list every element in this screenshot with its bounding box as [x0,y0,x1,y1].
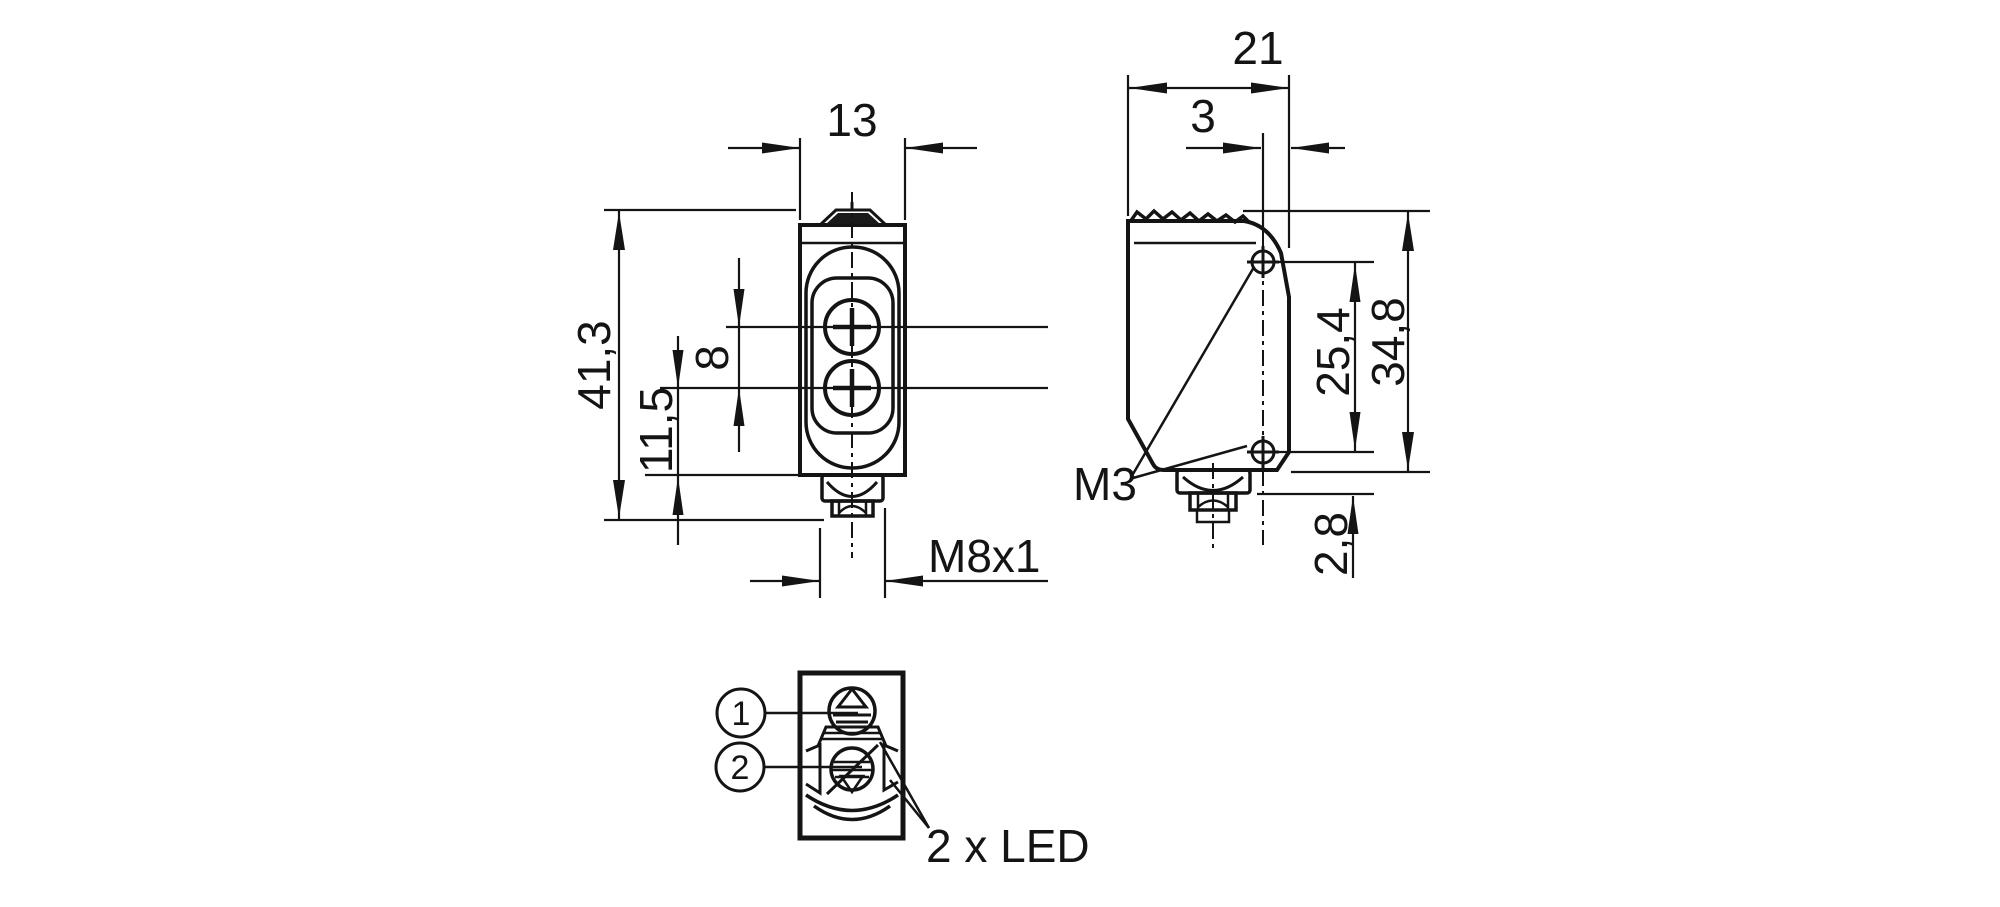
arrow-up-icon [1347,496,1359,534]
side-hole-spacing-label: 25,4 [1307,307,1359,397]
grip-serrations [1128,208,1252,225]
front-connector [820,473,885,518]
side-height-label: 34,8 [1362,297,1414,387]
bottom-arc-outer [805,793,899,813]
front-height-dimension: 41,3 [568,208,824,522]
side-hole-offset-label: 3 [1190,90,1216,142]
arrow-down-icon [613,480,625,518]
callout-1: 1 [715,687,858,739]
bottom-view: 1 2 2 x LED [714,670,1090,872]
front-lens-to-bottom-label: 11,5 [630,387,682,473]
front-view: 13 41,3 [568,94,1048,598]
side-height-dimension: 34,8 [1243,209,1430,474]
side-hole-spacing-dimension: 25,4 [1275,260,1374,454]
arrow-right-icon [1223,142,1261,154]
front-height-label: 41,3 [568,320,620,410]
arrow-left-icon [1291,142,1329,154]
front-lens-spacing-label: 8 [686,345,738,371]
led-callout-label: 2 x LED [926,820,1090,872]
front-lens-spacing-dimension: 8 [686,258,745,452]
front-width-label: 13 [826,94,877,146]
arrow-down-icon [733,289,745,327]
side-connector-offset-label: 2,8 [1305,512,1357,576]
led-window [805,742,899,796]
arrow-left-icon [1129,82,1167,94]
arrow-up-icon [672,477,684,515]
arrow-left-icon [885,575,923,587]
callout-1-label: 1 [732,695,751,733]
side-connector [1175,463,1252,548]
side-mount-thread-label: M3 [1073,458,1137,510]
arrow-down-icon [672,350,684,388]
front-housing [798,192,907,558]
arrow-right-icon [762,142,800,154]
arrow-right-icon [1251,82,1289,94]
callout-2: 2 [714,741,862,793]
side-connector-offset-dimension: 2,8 [1257,492,1374,578]
arrow-up-icon [1402,213,1414,251]
callout-2-label: 2 [731,749,750,787]
arrow-down-icon [1402,432,1414,470]
side-depth-dimension: 21 [1126,22,1291,248]
side-mount-thread-callout: M3 [1073,266,1256,510]
arrow-down-icon [1349,412,1361,450]
arrow-up-icon [1349,264,1361,302]
arrow-right-icon [782,575,820,587]
front-thread-dimension: M8x1 [750,508,1048,598]
side-housing [1126,208,1291,545]
potentiometer-top [816,686,888,747]
bottom-view-outline [797,670,906,841]
arrow-up-icon [613,212,625,250]
led-callout: 2 x LED [878,741,1090,872]
front-width-dimension: 13 [728,94,977,220]
side-hole-offset-dimension: 3 [1186,90,1345,228]
side-view: 21 3 [1073,22,1430,578]
arrow-left-icon [905,142,943,154]
front-thread-label: M8x1 [928,530,1040,582]
arrow-up-icon [733,388,745,426]
side-depth-label: 21 [1232,22,1283,74]
bottom-arc-inner [812,804,892,822]
front-lens-to-bottom-dimension: 11,5 [630,336,684,545]
